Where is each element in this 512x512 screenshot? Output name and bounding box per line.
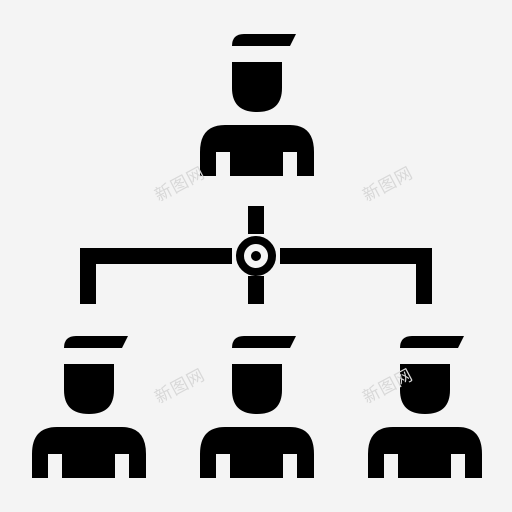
person-top-body bbox=[200, 125, 314, 176]
person-top-hair bbox=[232, 34, 296, 46]
person-top bbox=[200, 34, 314, 176]
person-top-head bbox=[232, 62, 282, 112]
connector-lines bbox=[80, 206, 432, 304]
person-bottom-right bbox=[368, 336, 482, 478]
junction-ring bbox=[236, 236, 276, 276]
person-bottom-left bbox=[32, 336, 146, 478]
person-bottom-center bbox=[200, 336, 314, 478]
junction-dot bbox=[251, 251, 261, 261]
